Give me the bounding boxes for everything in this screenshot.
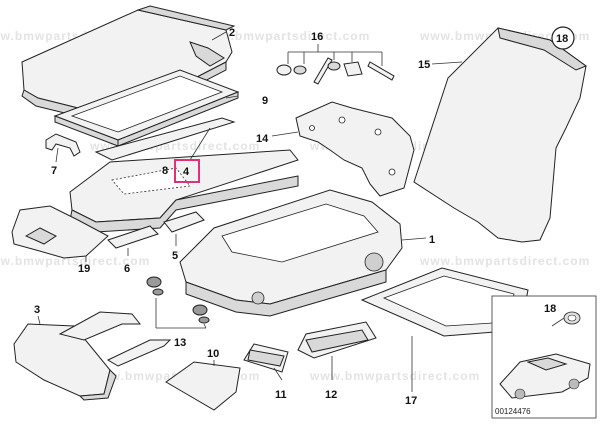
- callout-7[interactable]: 7: [51, 165, 57, 177]
- part-clips[interactable]: [146, 276, 210, 324]
- part-bracket[interactable]: [295, 101, 415, 197]
- callout-2[interactable]: 2: [229, 27, 235, 39]
- callout-10[interactable]: 10: [207, 348, 219, 360]
- watermark-text: www.bmwpartsdirect.com: [309, 369, 480, 383]
- callout-14[interactable]: 14: [256, 133, 269, 145]
- callout-18[interactable]: 18: [556, 33, 568, 45]
- callout-3[interactable]: 3: [34, 304, 40, 316]
- callout-11[interactable]: 11: [275, 389, 287, 401]
- callout-17[interactable]: 17: [405, 395, 417, 407]
- callout-9[interactable]: 9: [262, 95, 268, 107]
- watermark-text: www.bmwpartsdirect.com: [419, 254, 590, 268]
- callout-labels: 2 9 7 8 4 16 14 15 18 1 19 6 5 3 13 10 1…: [34, 27, 568, 407]
- callout-19[interactable]: 19: [78, 263, 90, 275]
- callout-6[interactable]: 6: [124, 263, 130, 275]
- callout-4[interactable]: 4: [183, 166, 190, 178]
- part-side-trim-large[interactable]: [413, 27, 588, 243]
- callout-12[interactable]: 12: [325, 389, 337, 401]
- callout-13[interactable]: 13: [174, 337, 186, 349]
- part-insert-12[interactable]: [297, 321, 377, 359]
- part-storage-tray[interactable]: [360, 267, 529, 337]
- part-fasteners[interactable]: [276, 57, 395, 85]
- part-trim-piece-5[interactable]: [163, 211, 205, 233]
- callout-8[interactable]: 8: [162, 165, 168, 177]
- callout-1[interactable]: 1: [429, 234, 435, 246]
- part-lid-frame[interactable]: [53, 69, 240, 147]
- part-upper-cover[interactable]: [69, 149, 299, 233]
- catalog-number: 00124476: [495, 407, 531, 416]
- inset-reference-box: 00124476: [491, 295, 597, 419]
- part-cover-panel[interactable]: [165, 361, 241, 411]
- part-hinge[interactable]: [45, 133, 81, 157]
- part-armrest-cushion[interactable]: [13, 311, 172, 401]
- highlight-box: [174, 159, 200, 183]
- watermark-text: www.bmwpartsdirect.com: [199, 29, 370, 43]
- watermark-text: www.bmwpartsdirect.com: [0, 254, 150, 268]
- callout-18-inset[interactable]: 18: [544, 303, 556, 315]
- part-main-console[interactable]: [179, 189, 403, 317]
- part-insert-11[interactable]: [243, 343, 289, 373]
- callout-5[interactable]: 5: [172, 250, 178, 262]
- part-side-panel[interactable]: [11, 205, 109, 259]
- part-trim-piece-6[interactable]: [107, 225, 159, 249]
- callout-16[interactable]: 16: [311, 31, 323, 43]
- part-trim-strip[interactable]: [94, 117, 236, 161]
- callout-circle: [551, 26, 575, 50]
- callout-15[interactable]: 15: [418, 59, 430, 71]
- leader-lines: [37, 31, 565, 392]
